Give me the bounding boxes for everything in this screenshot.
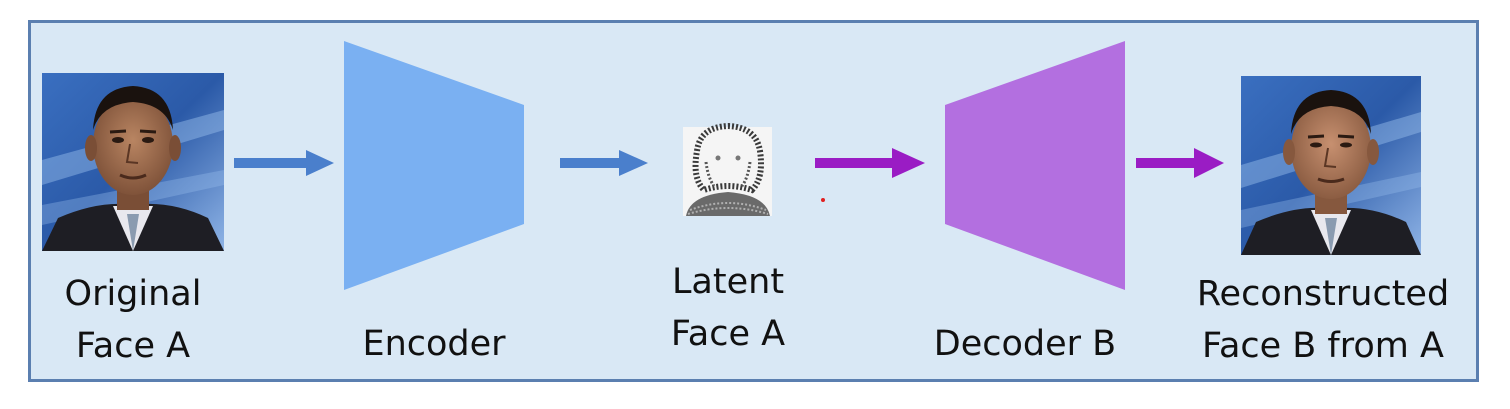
reconstructed-face-label-line1: Reconstructed <box>1196 274 1450 314</box>
latent-face-label-line1: Latent <box>671 262 785 302</box>
encoder-label: Encoder <box>334 318 534 370</box>
arrow-encoder-to-latent <box>560 150 648 176</box>
original-face-photo <box>42 73 224 251</box>
decoder-block <box>945 41 1125 290</box>
reconstructed-face-photo <box>1241 76 1421 255</box>
original-face-label-line1: Original <box>64 274 202 314</box>
original-face-label: Original Face A <box>42 268 224 372</box>
arrow-latent-to-decoder <box>815 148 925 178</box>
decoder-label: Decoder B <box>915 318 1135 370</box>
stray-dot <box>821 198 825 202</box>
latent-face-image <box>683 122 772 216</box>
encoder-label-text: Encoder <box>362 324 506 364</box>
encoder-block <box>344 41 524 290</box>
reconstructed-face-label-line2: Face B from A <box>1202 326 1444 366</box>
decoder-label-text: Decoder B <box>933 324 1117 364</box>
reconstructed-face-label: Reconstructed Face B from A <box>1181 268 1465 372</box>
arrow-original-to-encoder <box>234 150 334 176</box>
arrow-decoder-to-reconstructed <box>1136 148 1224 178</box>
original-face-label-line2: Face A <box>75 326 191 366</box>
latent-face-label-line2: Face A <box>670 314 786 354</box>
latent-face-label: Latent Face A <box>642 256 814 360</box>
